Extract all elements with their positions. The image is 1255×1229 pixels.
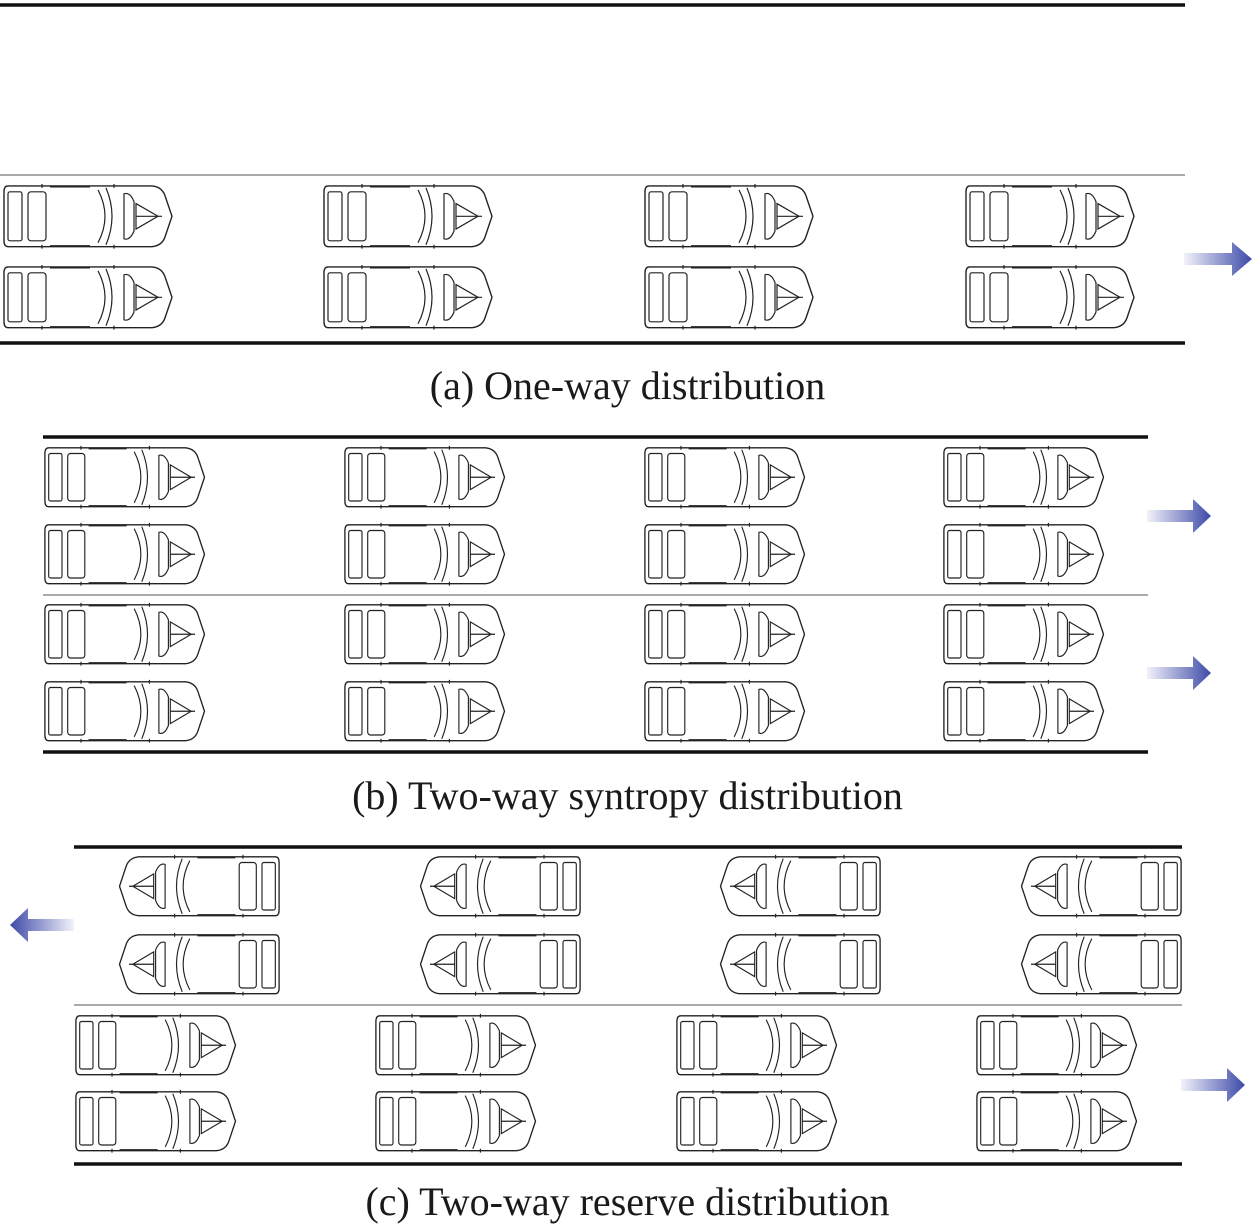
car [1020,854,1182,919]
car [965,183,1135,250]
direction-arrow-right-icon [1147,656,1211,690]
car [719,854,881,919]
car [3,264,173,331]
direction-arrow-right-icon [1181,1068,1245,1102]
panel-b-caption: (b) Two-way syntropy distribution [352,773,903,818]
direction-arrow-left-icon [10,908,74,942]
car [375,1089,537,1154]
car [644,679,806,744]
car [719,932,881,997]
car [644,183,814,250]
car [344,445,506,510]
car [44,602,206,667]
car [965,264,1135,331]
car [44,445,206,510]
panel-c [10,845,1245,1166]
car [644,264,814,331]
car [644,445,806,510]
car [75,1089,237,1154]
car [344,602,506,667]
car [943,602,1105,667]
car [3,183,173,250]
car [419,854,581,919]
car [976,1013,1138,1078]
car [943,522,1105,587]
panel-b [43,435,1211,754]
panel-a-caption: (a) One-way distribution [429,363,826,408]
car [75,1013,237,1078]
car [118,932,280,997]
car [44,522,206,587]
car [44,679,206,744]
car [676,1013,838,1078]
car [943,445,1105,510]
car [419,932,581,997]
car [323,183,493,250]
car [644,602,806,667]
direction-arrow-right-icon [1147,499,1211,533]
car [943,679,1105,744]
car [118,854,280,919]
panel-c-caption: (c) Two-way reserve distribution [365,1179,890,1224]
car [1020,932,1182,997]
car [676,1089,838,1154]
car [344,679,506,744]
car [344,522,506,587]
car [976,1089,1138,1154]
car [644,522,806,587]
panel-a [0,3,1252,345]
car [323,264,493,331]
car [375,1013,537,1078]
direction-arrow-right-icon [1184,242,1252,276]
